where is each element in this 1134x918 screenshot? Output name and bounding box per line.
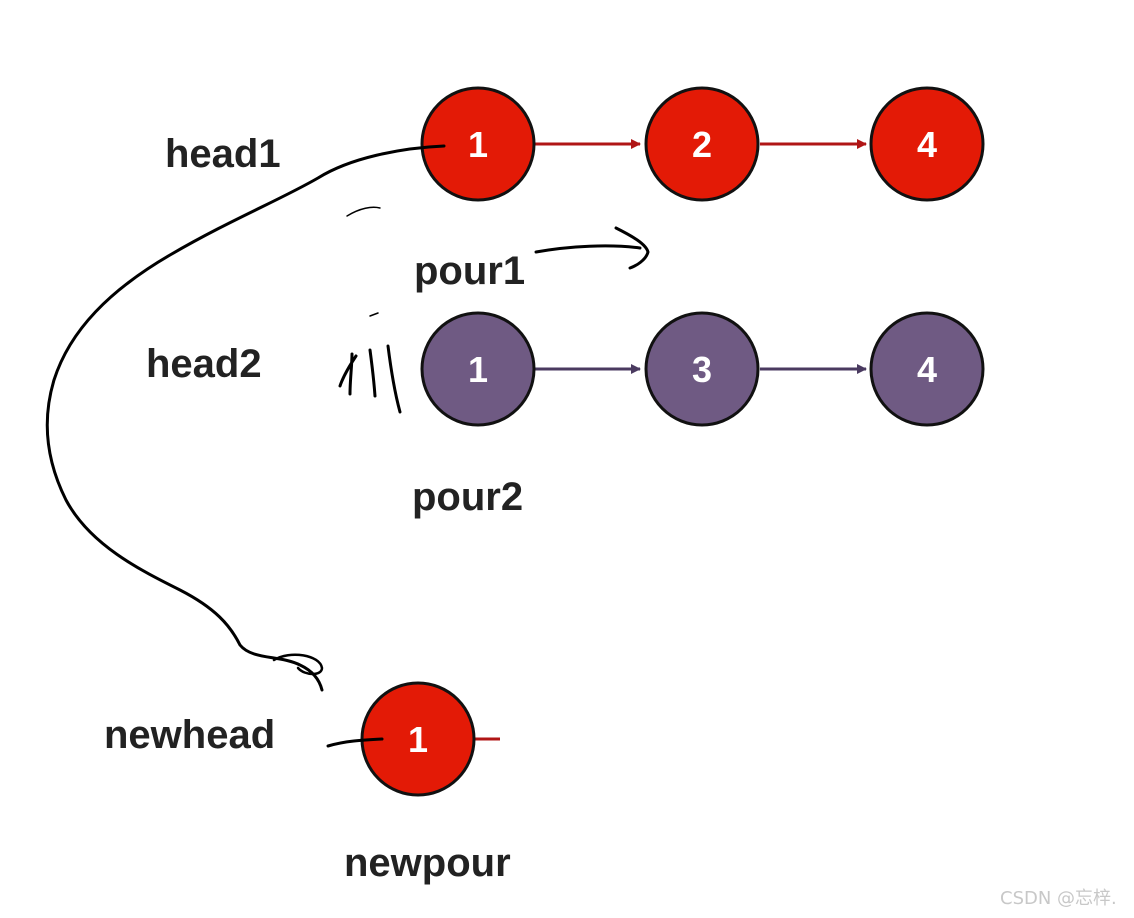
- handwritten-equals-mark: [338, 344, 402, 414]
- list2-node: 3: [644, 311, 760, 427]
- list1-node-value: 4: [917, 124, 937, 165]
- list1-node: 2: [644, 86, 760, 202]
- label-newpour: newpour: [344, 841, 511, 885]
- list1-node-value: 2: [692, 124, 712, 165]
- label-newhead: newhead: [104, 713, 275, 757]
- handwritten-newhead-pointer: [326, 737, 384, 748]
- list2-node-value: 1: [468, 349, 488, 390]
- list1-node: 4: [869, 86, 985, 202]
- list2-node-value: 4: [917, 349, 937, 390]
- label-head2: head2: [146, 342, 262, 386]
- list2-node-circle: [869, 311, 985, 427]
- list1-node: 1: [420, 86, 536, 202]
- watermark: CSDN @忘梓.: [1000, 888, 1117, 909]
- list2-node: 4: [869, 311, 985, 427]
- handwritten-head1-to-newhead-curve: [45, 144, 446, 692]
- label-pour1: pour1: [414, 249, 525, 293]
- handwritten-stray-mark-2: [369, 312, 379, 317]
- list2-node-value: 3: [692, 349, 712, 390]
- list2-node-circle: [420, 311, 536, 427]
- list2-node-circle: [644, 311, 760, 427]
- label-head1: head1: [165, 132, 281, 176]
- label-pour2: pour2: [412, 475, 523, 519]
- handwritten-pour1-arrow: [534, 226, 650, 270]
- list1-node-value: 1: [468, 124, 488, 165]
- list1-node-circle: [644, 86, 760, 202]
- list1-node-circle: [869, 86, 985, 202]
- handwritten-stray-mark-1: [346, 206, 381, 217]
- list2-node: 1: [420, 311, 536, 427]
- handwritten-loop-mark: [272, 653, 324, 676]
- newlist-node-value: 1: [408, 719, 428, 760]
- list1-node-circle: [420, 86, 536, 202]
